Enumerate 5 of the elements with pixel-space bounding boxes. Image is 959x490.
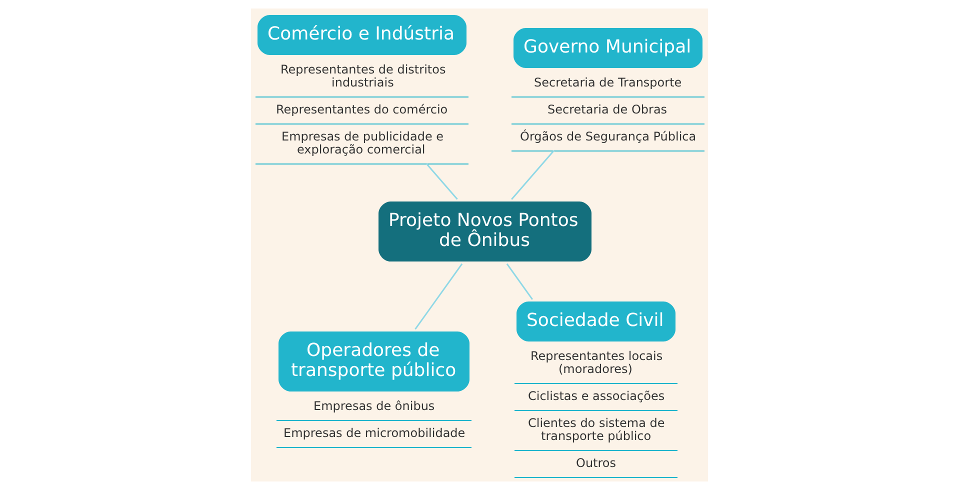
node-box: Projeto Novos Pontos de Ônibus xyxy=(378,202,592,262)
connector xyxy=(426,163,458,200)
connector xyxy=(506,263,534,300)
connector xyxy=(511,150,554,200)
connector xyxy=(414,263,463,330)
